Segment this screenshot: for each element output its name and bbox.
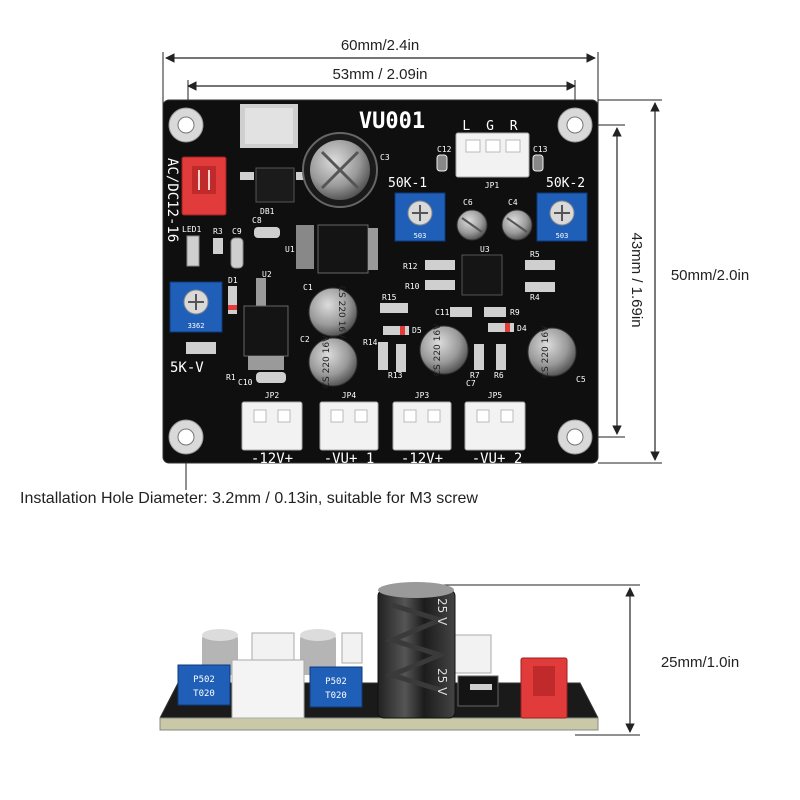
part-label: R7 — [470, 371, 480, 380]
part-label: C9 — [232, 227, 242, 236]
connector-label: -VU+ 1 — [324, 451, 375, 467]
connector-id: JP5 — [488, 391, 503, 400]
part-label: DB1 — [260, 207, 275, 216]
capacitor-c7: CS 220 16V — [419, 323, 469, 376]
part-label: R4 — [530, 293, 540, 302]
part-label: C8 — [252, 216, 262, 225]
part-label: R13 — [388, 371, 403, 380]
part-label: R3 — [213, 227, 223, 236]
ic-u3 — [461, 254, 503, 296]
trim-pot-left[interactable]: 503 — [394, 192, 446, 242]
part-label: C13 — [533, 145, 548, 154]
part-label: U1 — [285, 245, 295, 254]
connector-id: JP2 — [265, 391, 280, 400]
connector-jp4[interactable] — [319, 401, 379, 451]
side-header — [231, 659, 305, 719]
side-pot-code: T020 — [325, 691, 347, 701]
part-label: C11 — [435, 308, 450, 317]
side-cap-marking: 25 V — [435, 668, 449, 696]
part-label: C3 — [380, 153, 390, 162]
connector-jp2[interactable] — [241, 401, 303, 451]
cap-marking: CS 220 16V — [322, 335, 332, 388]
part-label: LED1 — [182, 225, 201, 234]
connector-id: JP4 — [342, 391, 357, 400]
cap-marking: CS 220 16V — [336, 286, 346, 339]
side-pot-right: P502 T020 — [309, 666, 363, 708]
capacitor-c1: CS 220 16V — [308, 286, 358, 339]
part-label: R15 — [382, 293, 397, 302]
connector-label: -VU+ 2 — [472, 451, 523, 467]
regulator-u1 — [317, 224, 369, 274]
pcb-top-view: VU001 AC/DC12-16 L G R JP1 C12 C13 C3 DB… — [162, 99, 599, 467]
part-label: C12 — [437, 145, 452, 154]
part-label: R5 — [530, 250, 540, 259]
capacitor-c4 — [501, 209, 533, 241]
part-label: R12 — [403, 262, 418, 271]
connector-jp5[interactable] — [464, 401, 526, 451]
cap-marking: CS 220 16V — [541, 325, 551, 378]
part-label: U2 — [262, 270, 272, 279]
board-title: VU001 — [359, 109, 425, 134]
part-label: C2 — [300, 335, 310, 344]
side-pot-code: T020 — [193, 689, 215, 699]
connector-jp3[interactable] — [392, 401, 452, 451]
pot-trim-label: 5K-V — [170, 360, 204, 376]
side-cap-marking: 25 V — [435, 598, 449, 626]
part-label: C7 — [466, 379, 476, 388]
part-label: D5 — [412, 326, 422, 335]
part-label: C1 — [303, 283, 313, 292]
mounting-hole — [168, 107, 204, 143]
side-pot-code: P502 — [325, 677, 347, 687]
pot-right-label: 50K-2 — [546, 176, 585, 191]
part-label: R1 — [226, 373, 236, 382]
mounting-hole — [168, 419, 204, 455]
led — [186, 235, 200, 267]
jp1-label: JP1 — [485, 181, 500, 190]
part-label: C6 — [463, 198, 473, 207]
pot-left-label: 50K-1 — [388, 176, 427, 191]
part-label: D4 — [517, 324, 527, 333]
pot-code: 3362 — [188, 322, 205, 330]
part-label: C5 — [576, 375, 586, 384]
cap-marking: CS 220 16V — [433, 323, 443, 376]
connector-label: -12V+ — [401, 451, 443, 467]
part-label: R10 — [405, 282, 420, 291]
width-holes-label: 53mm / 2.09in — [332, 66, 427, 83]
pot-code: 503 — [414, 232, 427, 240]
power-label: AC/DC12-16 — [164, 158, 180, 242]
capacitor-c2: CS 220 16V — [308, 335, 358, 388]
part-label: R6 — [494, 371, 504, 380]
capacitor-c6 — [456, 209, 488, 241]
pot-code: 503 — [556, 232, 569, 240]
part-label: D1 — [228, 276, 238, 285]
part-label: R9 — [510, 308, 520, 317]
pcb-side-view: P502 T020 P502 T020 25 V 25 V — [159, 582, 640, 736]
part-label: U3 — [480, 245, 490, 254]
trim-pot-right[interactable]: 503 — [536, 192, 588, 242]
height-outer-label: 50mm/2.0in — [671, 267, 749, 284]
regulator-u2 — [243, 305, 289, 357]
mounting-hole — [557, 419, 593, 455]
connector-id: JP3 — [415, 391, 430, 400]
side-pot-code: P502 — [193, 675, 215, 685]
width-outer-label: 60mm/2.4in — [341, 37, 419, 54]
depth-label: 25mm/1.0in — [661, 654, 739, 671]
height-holes-label: 43mm / 1.69in — [628, 232, 645, 327]
bridge-rectifier — [255, 167, 295, 203]
side-pot-left: P502 T020 — [177, 664, 231, 706]
capacitor-c5: CS 220 16V — [527, 325, 577, 378]
install-note: Installation Hole Diameter: 3.2mm / 0.13… — [20, 490, 478, 507]
connector-label: -12V+ — [251, 451, 293, 467]
mounting-hole — [557, 107, 593, 143]
part-label: R14 — [363, 338, 378, 347]
trim-pot-voltage[interactable]: 3362 — [169, 281, 223, 333]
part-label: C4 — [508, 198, 518, 207]
part-label: C10 — [238, 378, 253, 387]
lgr-label: L G R — [462, 119, 521, 134]
